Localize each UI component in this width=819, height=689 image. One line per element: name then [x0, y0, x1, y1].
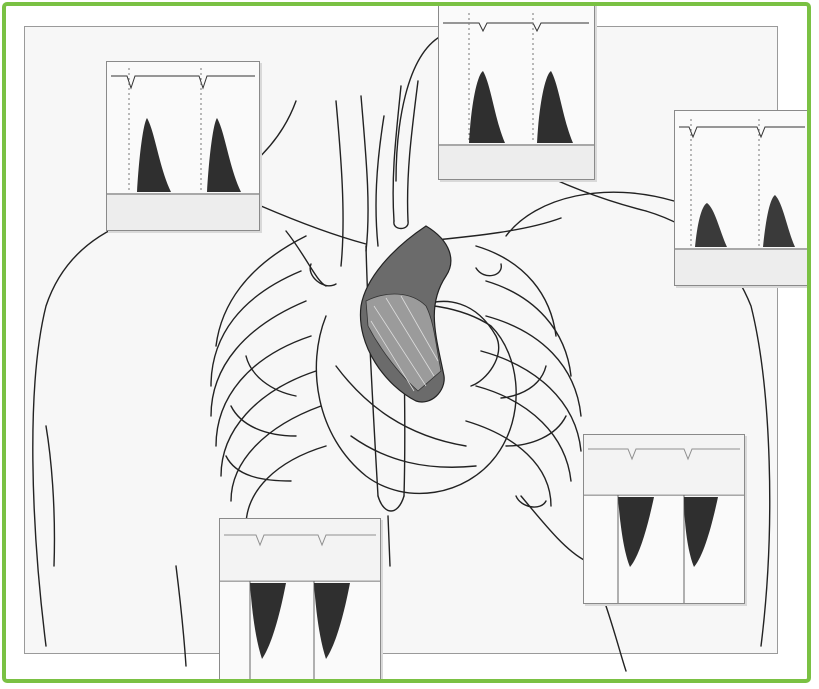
doppler-panel-top-left: [106, 61, 260, 231]
doppler-panel-bottom-center: [219, 518, 381, 683]
vessel-left: [336, 101, 343, 266]
figure-frame: [2, 2, 811, 683]
aortic-valve-structure: [360, 226, 450, 402]
doppler-trace-top-left: [107, 62, 259, 230]
leader-top-left: [286, 231, 326, 286]
leader-right-lower: [521, 496, 586, 561]
torso-left-outline: [33, 211, 166, 646]
doppler-panel-top-right: [674, 110, 810, 286]
leader-top-center: [396, 36, 441, 181]
doppler-trace-right-lower: [584, 435, 744, 603]
leader-top-right: [506, 192, 674, 236]
doppler-panel-top-center: [438, 4, 595, 180]
doppler-trace-bottom-center: [220, 519, 380, 683]
doppler-panel-right-lower: [583, 434, 745, 604]
doppler-trace-top-right: [675, 111, 809, 285]
doppler-trace-top-center: [439, 5, 594, 179]
